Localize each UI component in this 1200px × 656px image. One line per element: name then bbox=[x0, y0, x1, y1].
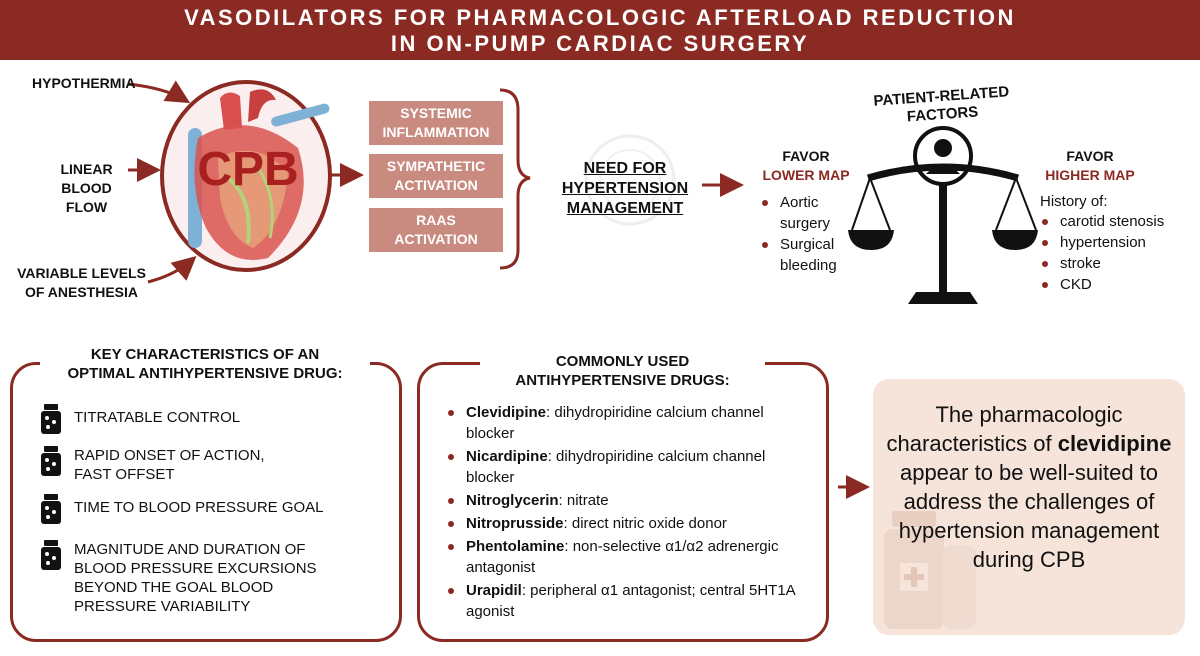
lower-map-label: LOWER MAP bbox=[762, 167, 850, 183]
drug-desc: : nitrate bbox=[558, 492, 609, 509]
drug-item: Clevidipine: dihydropiridine calcium cha… bbox=[446, 402, 806, 444]
title-line-2: IN ON-PUMP CARDIAC SURGERY bbox=[390, 31, 810, 56]
input-hypothermia: HYPOTHERMIA bbox=[32, 75, 136, 91]
balance-scale-icon bbox=[848, 126, 1038, 304]
need-hypertension-management: NEED FOR HYPERTENSION MANAGEMENT bbox=[561, 160, 689, 217]
drug-name: Nicardipine bbox=[466, 448, 548, 465]
list-item: Surgical bleeding bbox=[760, 234, 860, 276]
drug-item: Phentolamine: non-selective α1/α2 adrene… bbox=[446, 536, 806, 578]
list-item: carotid stenosis bbox=[1040, 211, 1200, 232]
higher-map-label: HIGHER MAP bbox=[1045, 167, 1135, 183]
effect-raas-activation: RAAS ACTIVATION bbox=[369, 208, 503, 252]
characteristic-text: RAPID ONSET OF ACTION, FAST OFFSET bbox=[74, 447, 265, 483]
list-item: CKD bbox=[1040, 274, 1200, 295]
title-line-1: VASODILATORS FOR PHARMACOLOGIC AFTERLOAD… bbox=[184, 5, 1016, 30]
drug-list: Clevidipine: dihydropiridine calcium cha… bbox=[446, 402, 806, 624]
characteristic-row: TITRATABLE CONTROL bbox=[40, 404, 240, 434]
drug-item: Nicardipine: dihydropiridine calcium cha… bbox=[446, 446, 806, 488]
characteristic-row: TIME TO BLOOD PRESSURE GOAL bbox=[40, 494, 324, 524]
characteristic-row: MAGNITUDE AND DURATION OF BLOOD PRESSURE… bbox=[40, 540, 354, 616]
history-of-label: History of: bbox=[1040, 193, 1108, 210]
characteristic-text: MAGNITUDE AND DURATION OF BLOOD PRESSURE… bbox=[74, 541, 317, 615]
conclusion-highlight: clevidipine bbox=[1057, 431, 1172, 456]
drug-name: Clevidipine bbox=[466, 404, 547, 421]
drug-name: Phentolamine bbox=[466, 538, 565, 555]
conclusion-text: The pharmacologic characteristics of cle… bbox=[880, 400, 1178, 574]
lower-map-factors: Aortic surgery Surgical bleeding bbox=[760, 192, 860, 276]
list-item: stroke bbox=[1040, 253, 1200, 274]
pill-bottle-icon bbox=[41, 404, 61, 434]
characteristic-text: TITRATABLE CONTROL bbox=[74, 409, 241, 426]
drug-item: Nitroprusside: direct nitric oxide donor bbox=[446, 513, 806, 534]
drug-desc: : dihydropiridine calcium channel blocke… bbox=[466, 404, 764, 442]
pill-bottle-icon bbox=[41, 494, 61, 524]
input-linear-blood-flow: LINEAR BLOOD FLOW bbox=[60, 161, 113, 215]
drug-desc: : direct nitric oxide donor bbox=[563, 515, 727, 532]
pill-bottle-icon bbox=[41, 540, 61, 570]
drug-item: Nitroglycerin: nitrate bbox=[446, 490, 806, 511]
heart-illustration bbox=[160, 80, 332, 272]
need-background-watermark bbox=[584, 134, 676, 226]
cpb-label: CPB bbox=[197, 143, 299, 196]
drug-name: Nitroprusside bbox=[466, 515, 564, 532]
medicine-bottle-icon bbox=[884, 511, 976, 629]
drug-item: Urapidil: peripheral α1 antagonist; cent… bbox=[446, 580, 806, 622]
arrow-hypothermia bbox=[127, 80, 191, 104]
characteristic-text: TIME TO BLOOD PRESSURE GOAL bbox=[74, 499, 324, 516]
effect-sympathetic-activation: SYMPATHETIC ACTIVATION bbox=[369, 154, 503, 198]
effect-systemic-inflammation: SYSTEMIC INFLAMMATION bbox=[369, 101, 503, 145]
favor-lower-map-heading: FAVOR LOWER MAP bbox=[748, 147, 864, 185]
drug-desc: : non-selective α1/α2 adrenergic antagon… bbox=[466, 538, 779, 576]
drug-name: Nitroglycerin bbox=[466, 492, 559, 509]
drug-name: Urapidil bbox=[466, 582, 522, 599]
favor-lower-label: FAVOR bbox=[782, 148, 830, 164]
favor-higher-map-heading: FAVOR HIGHER MAP bbox=[1030, 147, 1150, 185]
characteristics-title: KEY CHARACTERISTICS OF AN OPTIMAL ANTIHY… bbox=[40, 345, 370, 383]
drugs-title: COMMONLY USED ANTIHYPERTENSIVE DRUGS: bbox=[480, 352, 765, 390]
drug-desc: : dihydropiridine calcium channel blocke… bbox=[466, 448, 766, 486]
favor-higher-label: FAVOR bbox=[1066, 148, 1114, 164]
characteristic-row: RAPID ONSET OF ACTION, FAST OFFSET bbox=[40, 446, 265, 484]
arrow-anesthesia bbox=[147, 256, 197, 284]
drug-desc: : peripheral α1 antagonist; central 5HT1… bbox=[466, 582, 795, 620]
input-anesthesia-levels: VARIABLE LEVELS OF ANESTHESIA bbox=[17, 265, 146, 300]
conclusion-after: appear to be well-suited to address the … bbox=[898, 460, 1160, 572]
list-item: Aortic surgery bbox=[760, 192, 860, 234]
title-banner: VASODILATORS FOR PHARMACOLOGIC AFTERLOAD… bbox=[0, 0, 1200, 60]
brace bbox=[499, 88, 531, 270]
conclusion-before: The pharmacologic characteristics of bbox=[886, 402, 1123, 456]
list-item: hypertension bbox=[1040, 232, 1200, 253]
higher-map-factors: carotid stenosis hypertension stroke CKD bbox=[1040, 211, 1200, 295]
pill-bottle-icon bbox=[41, 446, 61, 476]
